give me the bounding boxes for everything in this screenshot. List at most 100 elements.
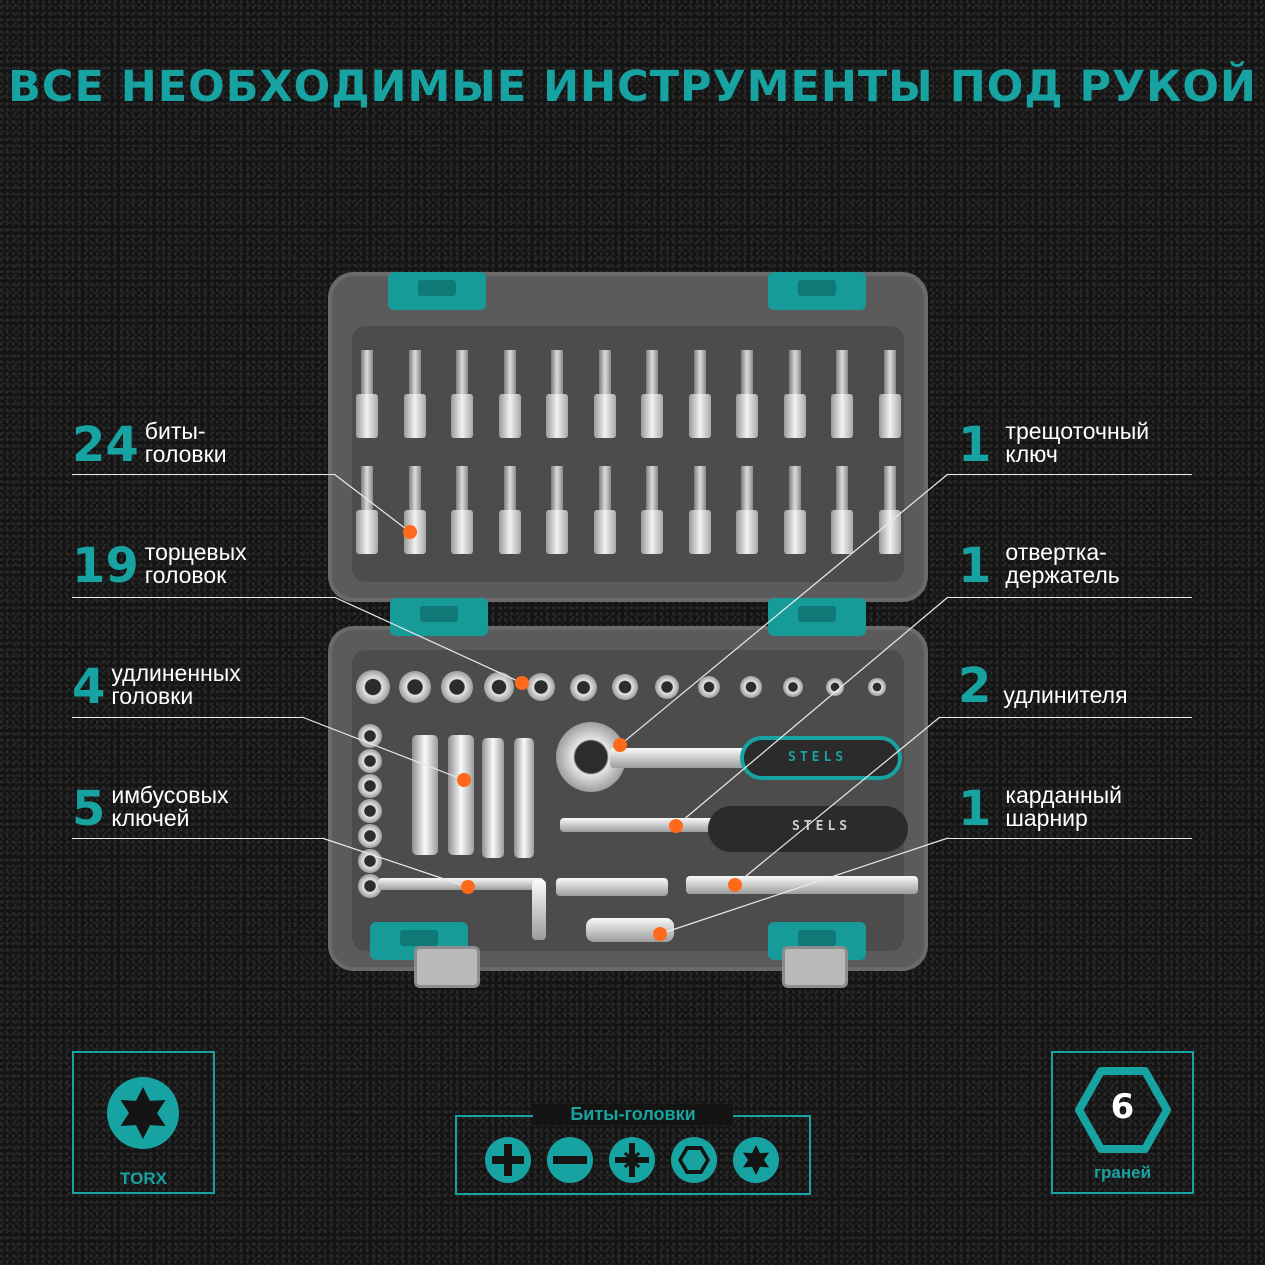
callout-count: 24 xyxy=(72,417,139,473)
torx-bit-icon xyxy=(733,1137,779,1183)
leader-line xyxy=(619,473,949,746)
screwdriver-brand-label: STELS xyxy=(792,819,852,834)
callout-count: 2 xyxy=(958,658,992,714)
hex-panel: 6 граней xyxy=(1051,1051,1194,1194)
callout-hex-keys: 5 имбусовых ключей xyxy=(72,781,229,837)
marker-dot-icon xyxy=(728,878,742,892)
bit-socket xyxy=(688,350,711,438)
hex-bit-icon xyxy=(671,1137,717,1183)
callout-extensions: 2 удлинителя xyxy=(958,662,1128,710)
bit-socket xyxy=(593,350,616,438)
callout-sockets: 19 торцевых головок xyxy=(72,539,247,591)
marker-dot-icon xyxy=(613,738,627,752)
bit-socket xyxy=(736,466,758,554)
callout-label: карданный шарнир xyxy=(1005,782,1123,831)
marker-dot-icon xyxy=(403,525,417,539)
leader-line xyxy=(321,837,469,888)
slotted-bit-icon xyxy=(547,1137,593,1183)
bit-socket xyxy=(498,466,521,554)
bit-socket xyxy=(641,466,663,554)
torx-panel: TORX xyxy=(72,1051,215,1194)
pozidriv-bit-icon xyxy=(609,1137,655,1183)
bit-socket xyxy=(783,350,806,438)
bit-socket xyxy=(831,466,853,554)
bit-socket xyxy=(641,350,663,438)
hinge-right xyxy=(768,598,866,636)
callout-count: 5 xyxy=(72,781,106,837)
latch-left-icon[interactable] xyxy=(414,946,480,988)
bits-panel-title: Биты-головки xyxy=(533,1104,733,1125)
leader-line xyxy=(675,596,949,827)
bit-socket xyxy=(546,350,568,438)
socket xyxy=(526,672,556,702)
socket-tray xyxy=(352,650,904,951)
callout-label: торцевых головок xyxy=(144,539,247,588)
leader-line xyxy=(301,716,465,781)
latch-right-icon[interactable] xyxy=(782,946,848,988)
socket xyxy=(569,673,597,701)
callout-deep-sockets: 4 удлиненных головки xyxy=(72,659,241,715)
callout-label: биты- головки xyxy=(144,418,227,467)
hexagon-icon xyxy=(1075,1067,1171,1153)
socket xyxy=(783,677,803,697)
callout-screwdriver: 1 отвертка- держатель xyxy=(958,538,1120,594)
callout-count: 4 xyxy=(72,659,106,715)
socket xyxy=(825,677,845,697)
callout-rule xyxy=(948,597,1192,598)
callout-rule xyxy=(72,838,322,839)
callout-bits: 24 биты- головки xyxy=(72,417,227,473)
case-lid xyxy=(328,272,928,602)
lid-clip-right xyxy=(768,272,866,310)
hinge-left xyxy=(390,598,488,636)
socket xyxy=(358,849,382,873)
extension-short xyxy=(556,878,668,896)
leader-line xyxy=(333,596,523,684)
callout-label: удлиненных головки xyxy=(111,660,241,709)
ratchet-handle: STELS xyxy=(740,736,902,780)
callout-count: 1 xyxy=(958,781,992,837)
bit-socket xyxy=(878,466,901,554)
deep-socket xyxy=(482,738,504,858)
socket xyxy=(358,749,382,773)
socket xyxy=(868,678,886,696)
callout-rule xyxy=(72,597,334,598)
bit-socket xyxy=(783,466,806,554)
leader-line xyxy=(659,837,949,935)
socket xyxy=(740,676,762,698)
hex-key-elbow xyxy=(532,880,546,940)
callout-universal-joint: 1 карданный шарнир xyxy=(958,781,1123,837)
callout-rule xyxy=(948,838,1192,839)
extension-long xyxy=(686,876,918,894)
callout-count: 1 xyxy=(958,538,992,594)
socket xyxy=(654,674,680,700)
leader-line xyxy=(333,473,411,533)
bit-socket xyxy=(736,350,758,438)
bit-socket xyxy=(546,466,568,554)
callout-rule xyxy=(940,717,1192,718)
phillips-bit-icon xyxy=(485,1137,531,1183)
marker-dot-icon xyxy=(461,880,475,894)
marker-dot-icon xyxy=(653,927,667,941)
bit-tray xyxy=(352,326,904,582)
bit-socket xyxy=(498,350,521,438)
leader-line xyxy=(734,716,941,886)
socket xyxy=(358,799,382,823)
torx-star-icon xyxy=(107,1077,179,1149)
lid-clip-left xyxy=(388,272,486,310)
bit-socket xyxy=(878,350,901,438)
socket xyxy=(356,670,390,704)
deep-socket xyxy=(514,738,534,858)
socket xyxy=(398,670,432,704)
callout-label: удлинителя xyxy=(1003,682,1128,708)
bit-socket xyxy=(403,350,426,438)
marker-dot-icon xyxy=(515,676,529,690)
callout-count: 1 xyxy=(958,417,992,473)
hex-value: 6 xyxy=(1110,1087,1135,1127)
bit-socket xyxy=(831,350,853,438)
ratchet-brand-label: STELS xyxy=(788,750,848,765)
callout-rule xyxy=(72,474,334,475)
socket xyxy=(612,674,638,700)
callout-rule xyxy=(72,717,302,718)
callout-ratchet: 1 трещоточный ключ xyxy=(958,417,1149,473)
bit-socket xyxy=(688,466,711,554)
